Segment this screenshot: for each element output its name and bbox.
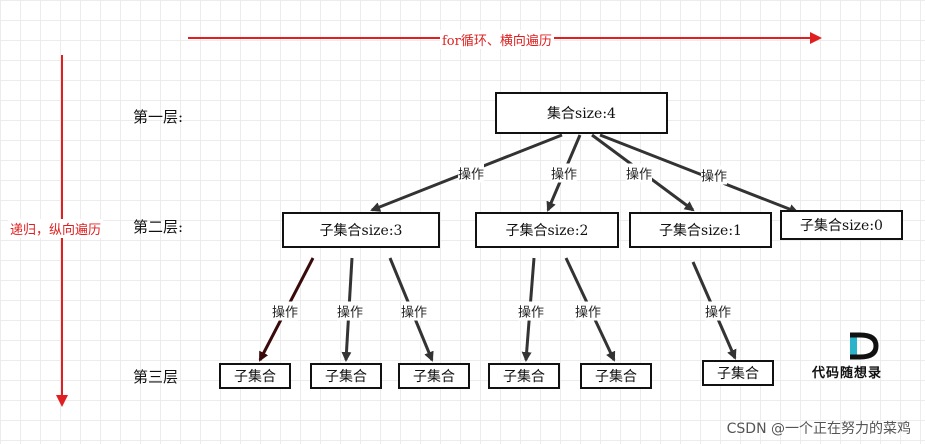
root-node: 集合size:4 [495,92,668,134]
watermark: CSDN @一个正在努力的菜鸡 [726,421,911,437]
level3-node: 子集合 [488,363,560,389]
edge-label: 操作 [457,163,485,183]
edge-label: 操作 [271,301,299,321]
level3-node: 子集合 [219,363,291,389]
logo-text: 代码随想录 [812,366,883,381]
logo-mark-icon [850,332,879,360]
edge-label: 操作 [336,301,364,321]
edge-root-to-size0 [599,133,799,214]
edge-label: 操作 [517,301,545,321]
level2-node-size3: 子集合size:3 [282,212,440,248]
level-1-label: 第一层: [133,108,184,126]
edge-label: 操作 [625,163,653,183]
horizontal-traversal-label: for循环、横向遍历 [440,30,554,49]
level2-node-size0: 子集合size:0 [780,210,903,240]
level3-node: 子集合 [580,363,652,389]
vertical-recursion-label: 递归，纵向遍历 [8,219,104,238]
edge-label: 操作 [400,301,428,321]
level2-node-size2: 子集合size:2 [475,212,619,248]
level2-node-size1: 子集合size:1 [629,212,772,248]
edge-label: 操作 [700,165,728,185]
edge-label: 操作 [704,301,732,321]
level-3-label: 第三层 [133,368,179,386]
edge-label: 操作 [574,301,602,321]
level-2-label: 第二层: [133,218,184,236]
level3-node: 子集合 [702,360,774,386]
edge-label: 操作 [550,163,578,183]
level3-node: 子集合 [398,363,470,389]
level3-node: 子集合 [310,363,382,389]
